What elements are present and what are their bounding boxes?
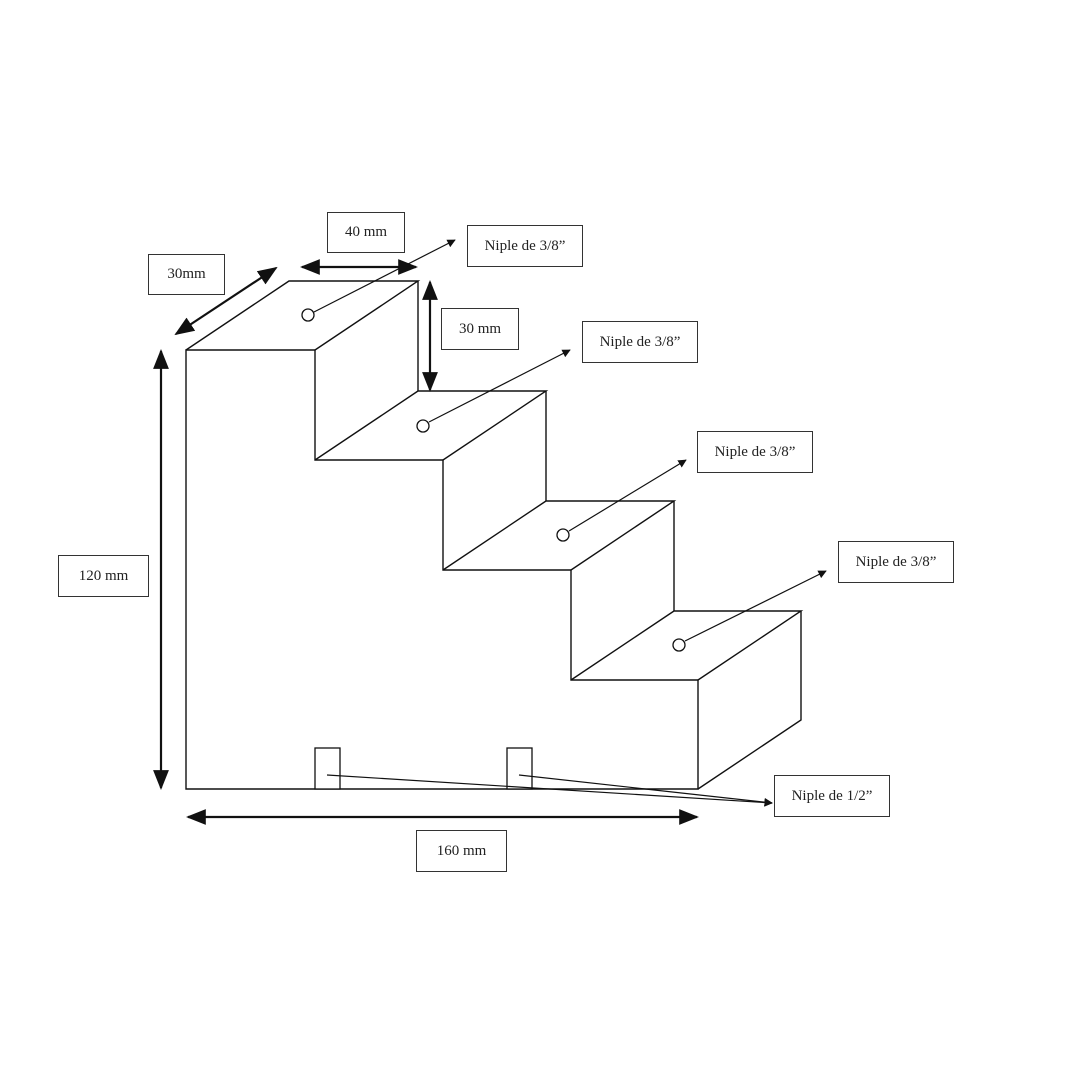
nipple-right (506, 747, 533, 790)
leader-step3 (568, 459, 687, 532)
step2-top (314, 390, 549, 461)
block-outline (185, 280, 804, 790)
hole-step2-icon (416, 419, 430, 433)
dim-depth-arrow (174, 266, 278, 336)
leader-bottom-right (518, 774, 773, 807)
hole-step4-icon (672, 638, 686, 652)
callout-step2: Niple de 3/8” (582, 321, 698, 363)
leader-lines (313, 239, 827, 807)
label-total-height: 120 mm (58, 555, 149, 597)
callout-step4: Niple de 3/8” (838, 541, 954, 583)
bottom-nipples (314, 747, 533, 790)
label-step-height: 30 mm (441, 308, 519, 350)
leader-step1 (313, 239, 456, 313)
right-side-face (697, 611, 802, 790)
step3-top (442, 500, 677, 571)
step4-top (570, 610, 804, 681)
leader-step4 (684, 570, 827, 642)
callout-step1: Niple de 3/8” (467, 225, 583, 267)
hole-step3-icon (556, 528, 570, 542)
hole-step1-icon (301, 308, 315, 322)
callout-step3: Niple de 3/8” (697, 431, 813, 473)
label-total-length: 160 mm (416, 830, 507, 872)
label-step-width: 40 mm (327, 212, 405, 253)
nipple-left (314, 747, 341, 790)
label-depth: 30mm (148, 254, 225, 295)
leader-bottom-left (326, 774, 773, 807)
callout-bottom: Niple de 1/2” (774, 775, 890, 817)
leader-step2 (428, 349, 571, 423)
dimension-arrows (153, 259, 699, 825)
holes (301, 308, 686, 652)
